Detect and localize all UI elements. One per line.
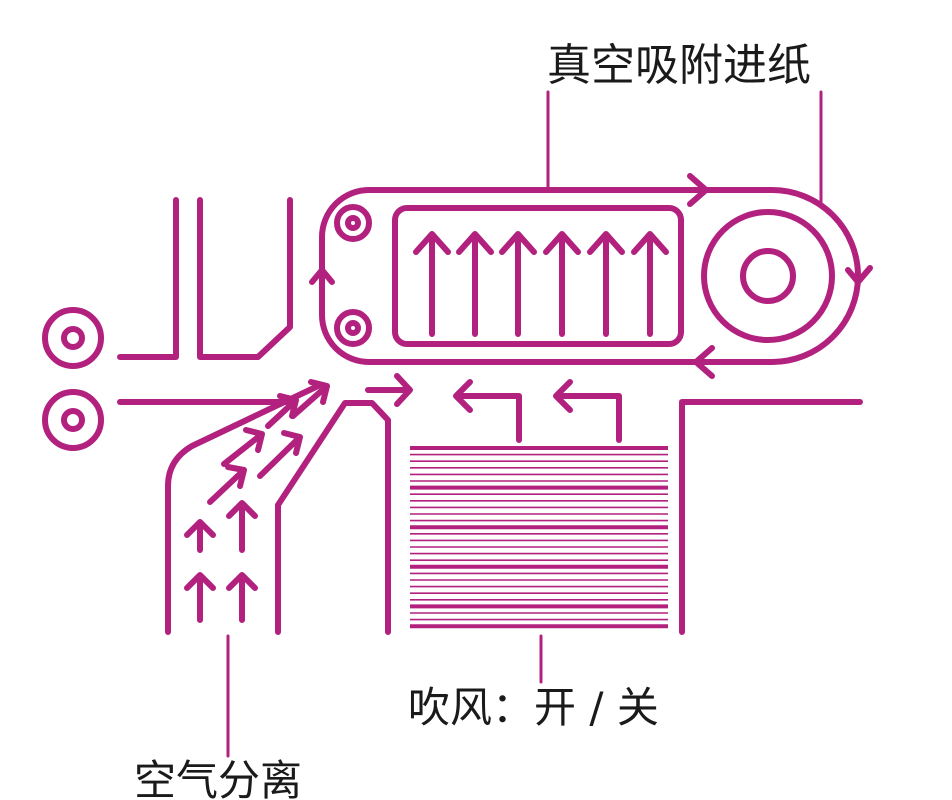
air-separation-arrows (184, 379, 330, 623)
vacuum-feed-label: 真空吸附进纸 (547, 40, 811, 91)
vacuum-box (392, 205, 684, 347)
air-separation-label: 空气分离 (134, 756, 302, 800)
air-blow-label: 吹风：开 / 关 (408, 683, 659, 732)
feed-arrow (365, 373, 413, 407)
label-leaders (226, 90, 823, 758)
blow-air-arrows (453, 379, 622, 443)
belt-main-roller (701, 209, 835, 343)
vacuum-belt (309, 173, 873, 379)
belt-small-roller-bottom (334, 309, 372, 347)
left-upper-roller (42, 307, 104, 369)
paper-stack (410, 446, 668, 629)
left-lower-roller (42, 389, 104, 451)
paper-guides (117, 197, 296, 405)
belt-small-roller-top (334, 204, 372, 242)
tray-wall (679, 399, 863, 635)
air-separation-channel (165, 383, 391, 635)
